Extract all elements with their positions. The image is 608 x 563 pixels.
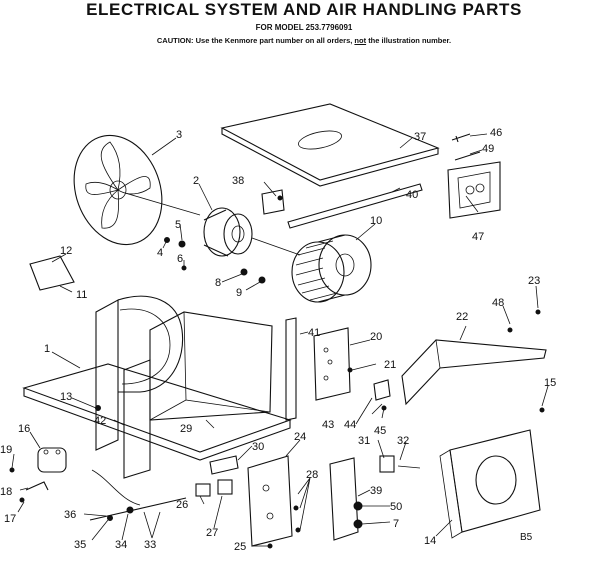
callout-31: 31 (358, 435, 370, 447)
capacitor (37, 447, 67, 473)
callout-47: 47 (472, 231, 484, 243)
fan-blade (73, 134, 201, 246)
duct (401, 339, 547, 406)
callout-22: 22 (456, 311, 468, 323)
callout-13: 13 (60, 391, 72, 403)
callout-32: 32 (397, 435, 409, 447)
callout-16: 16 (18, 423, 30, 435)
caution-prefix: CAUTION: Use the Kenmore part number on … (156, 36, 353, 45)
callout-29: 29 (180, 423, 192, 435)
callout-45: 45 (374, 425, 386, 437)
callout-10: 10 (370, 215, 382, 227)
fan-motor (203, 207, 301, 257)
post-41 (285, 317, 297, 421)
callout-44: 44 (344, 419, 356, 431)
callout-23: 23 (528, 275, 540, 287)
callout-14: 14 (424, 535, 436, 547)
plate-39 (329, 457, 359, 541)
callout-labels: 1 2 3 4 5 6 7 8 9 10 11 12 13 14 15 16 1… (0, 127, 556, 553)
switch-27 (217, 479, 233, 495)
callout-26: 26 (176, 499, 188, 511)
base-pan (22, 363, 292, 461)
part-46 (451, 133, 471, 143)
switch-mount (247, 455, 293, 547)
partition-box (149, 311, 273, 421)
model-number: FOR MODEL 253.7796091 (255, 23, 353, 32)
control-bracket (447, 161, 501, 219)
callout-50: 50 (390, 501, 402, 513)
callout-42: 42 (94, 415, 106, 427)
callout-18: 18 (0, 486, 12, 498)
bracket-38 (261, 189, 285, 215)
control-panel (313, 327, 351, 401)
callout-9: 9 (236, 287, 242, 299)
callout-34: 34 (115, 539, 127, 551)
leader-lines (11, 133, 549, 547)
callout-35: 35 (74, 539, 86, 551)
switch-26 (195, 483, 211, 497)
callout-46: 46 (490, 127, 502, 139)
callout-25: 25 (234, 541, 246, 553)
callout-17: 17 (4, 513, 16, 525)
callout-38: 38 (232, 175, 244, 187)
callout-30: 30 (252, 441, 264, 453)
callout-20: 20 (370, 331, 382, 343)
callout-4: 4 (157, 247, 163, 259)
rod-33 (89, 469, 187, 521)
part-49 (454, 151, 481, 161)
callout-48: 48 (492, 297, 504, 309)
thermostat (379, 455, 395, 473)
callout-43: 43 (322, 419, 334, 431)
callout-33: 33 (144, 539, 156, 551)
callout-36: 36 (64, 509, 76, 521)
callout-7: 7 (393, 518, 399, 530)
callout-24: 24 (294, 431, 306, 443)
hardware (9, 195, 545, 549)
callout-27: 27 (206, 527, 218, 539)
callout-2: 2 (193, 175, 199, 187)
callout-8: 8 (215, 277, 221, 289)
caution-note: CAUTION: Use the Kenmore part number on … (0, 36, 608, 45)
top-cover (220, 103, 440, 187)
callout-21: 21 (384, 359, 396, 371)
side-panel-42 (123, 359, 151, 479)
header: ELECTRICAL SYSTEM AND AIR HANDLING PARTS… (0, 0, 608, 50)
callout-6: 6 (177, 253, 183, 265)
blower-scroll (95, 295, 184, 451)
capacitor-strap (25, 481, 49, 491)
callout-11: 11 (76, 289, 87, 301)
callout-37: 37 (414, 131, 426, 143)
callout-3: 3 (176, 129, 182, 141)
callout-19: 19 (0, 444, 12, 456)
caution-suffix: the illustration number. (368, 36, 452, 45)
callout-1: 1 (44, 343, 50, 355)
callout-15: 15 (544, 377, 556, 389)
callout-41: 41 (308, 327, 320, 339)
callout-5: 5 (175, 219, 181, 231)
terminal-30 (209, 455, 239, 475)
blower-housing (439, 429, 541, 539)
page-code: B5 (520, 532, 533, 543)
callout-40: 40 (406, 189, 418, 201)
callout-49: 49 (482, 143, 494, 155)
callout-12: 12 (60, 245, 72, 257)
callout-28: 28 (306, 469, 318, 481)
callout-39: 39 (370, 485, 382, 497)
blower-wheel (291, 234, 372, 303)
page-title: ELECTRICAL SYSTEM AND AIR HANDLING PARTS (86, 0, 522, 19)
caution-emphasis: not (354, 36, 367, 45)
rail (287, 183, 423, 229)
